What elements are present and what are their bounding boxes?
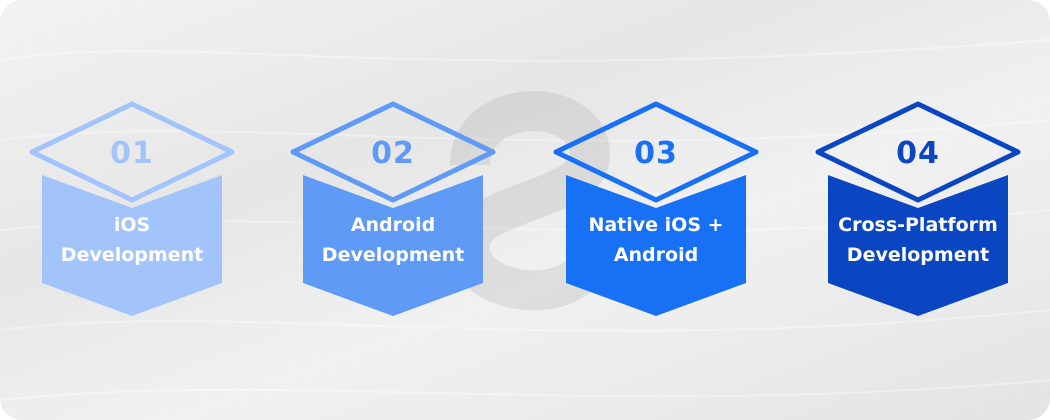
step-2-label: Android Development — [321, 214, 465, 266]
step-1-shape — [29, 101, 235, 316]
step-3-diamond-outline — [553, 101, 759, 203]
step-1-number: 01 — [110, 136, 154, 171]
step-4-body — [828, 175, 1008, 316]
step-card-4: 04 Cross-Platform Development — [812, 100, 1024, 320]
step-1-label: iOS Development — [60, 214, 204, 266]
step-4-label: Cross-Platform Development — [838, 214, 998, 266]
step-card-2: 02 Android Development — [287, 100, 499, 320]
step-4-number: 04 — [896, 136, 940, 171]
step-4-diamond-outline — [815, 101, 1021, 203]
step-1-body — [42, 175, 222, 316]
step-3-shape — [553, 101, 759, 316]
step-2-body — [303, 175, 483, 316]
step-card-1: 01 iOS Development — [26, 100, 238, 320]
step-card-3: 03 Native iOS + Android — [550, 100, 762, 320]
step-3-number: 03 — [634, 136, 678, 171]
step-4-shape — [815, 101, 1021, 316]
step-2-shape — [290, 101, 496, 316]
step-1-diamond-outline — [29, 101, 235, 203]
step-2-diamond-outline — [290, 101, 496, 203]
step-2-number: 02 — [371, 136, 415, 171]
swirl-logo-icon — [449, 91, 611, 311]
step-3-body — [566, 175, 746, 316]
step-3-label: Native iOS + Android — [588, 214, 724, 266]
